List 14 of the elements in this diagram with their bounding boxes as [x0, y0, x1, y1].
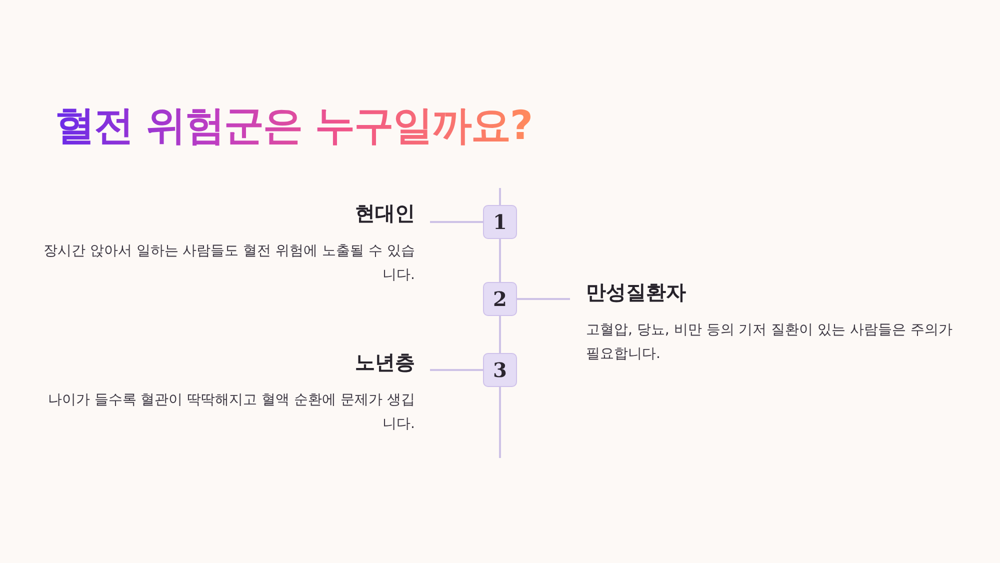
group-heading: 현대인	[354, 201, 415, 225]
group-description: 고혈압, 당뇨, 비만 등의 기저 질환이 있는 사람들은 주의가 필요합니다.	[586, 321, 954, 364]
step-number: 1	[483, 205, 517, 239]
connector-line	[499, 239, 501, 282]
group-heading: 노년층	[354, 350, 415, 374]
group-description: 장시간 앉아서 일하는 사람들도 혈전 위험에 노출될 수 있습니다.	[42, 242, 415, 285]
group-heading: 만성질환자	[586, 280, 687, 304]
connector-line	[430, 369, 483, 371]
connector-line	[517, 298, 570, 300]
step-number: 2	[483, 282, 517, 316]
connector-line	[499, 316, 501, 353]
connector-line	[430, 221, 483, 223]
step-number: 3	[483, 353, 517, 387]
group-description: 나이가 들수록 혈관이 딱딱해지고 혈액 순환에 문제가 생깁니다.	[46, 391, 415, 434]
